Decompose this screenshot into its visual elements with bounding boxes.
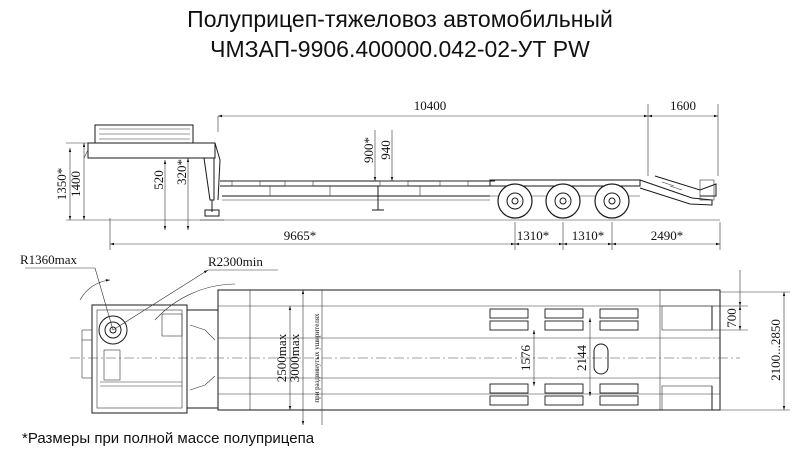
dim-track-1576: 1576	[518, 345, 533, 372]
dim-base-9665: 9665*	[284, 228, 317, 243]
dim-axle-1310-a: 1310*	[517, 228, 550, 243]
dim-height-320: 320*	[174, 159, 189, 185]
axle-wheels	[497, 183, 630, 219]
side-view: 10400 1600 900* 940 520 320* 1350* 1400 …	[54, 98, 721, 250]
dim-track-2144: 2144	[574, 345, 589, 372]
top-view: R1360max R2300min 2500max 3000max при ра…	[20, 252, 790, 425]
dim-ramp-spacing: 2100...2850	[768, 319, 783, 381]
dim-rear-2490: 2490*	[651, 228, 684, 243]
rear-ramps	[639, 175, 717, 206]
dim-height-1350: 1350*	[54, 168, 69, 201]
dim-width-2500: 2500max	[274, 333, 289, 382]
dim-ramp-length: 1600	[670, 98, 696, 113]
dim-height-1400: 1400	[68, 171, 83, 197]
dim-height-940: 940	[378, 140, 393, 160]
title-line-1: Полуприцеп-тяжеловоз автомобильный	[187, 6, 613, 32]
dim-platform-length: 10400	[414, 98, 447, 113]
dim-height-520: 520	[151, 170, 166, 190]
dim-radius-2300: R2300min	[208, 254, 263, 269]
dim-radius-1360: R1360max	[20, 252, 78, 267]
footnote: *Размеры при полной массе полуприцепа	[22, 430, 315, 447]
dim-width-3000: 3000max	[287, 333, 302, 382]
gooseneck	[83, 124, 224, 221]
dim-axle-1310-b: 1310*	[572, 228, 605, 243]
title-line-2: ЧМЗАП-9906.400000.042-02-УТ PW	[210, 36, 590, 62]
dim-height-900: 900*	[361, 137, 376, 163]
note-extended-wideners: при раздвинутых уширителях	[313, 313, 321, 403]
dim-ramp-width-700: 700	[724, 308, 739, 328]
